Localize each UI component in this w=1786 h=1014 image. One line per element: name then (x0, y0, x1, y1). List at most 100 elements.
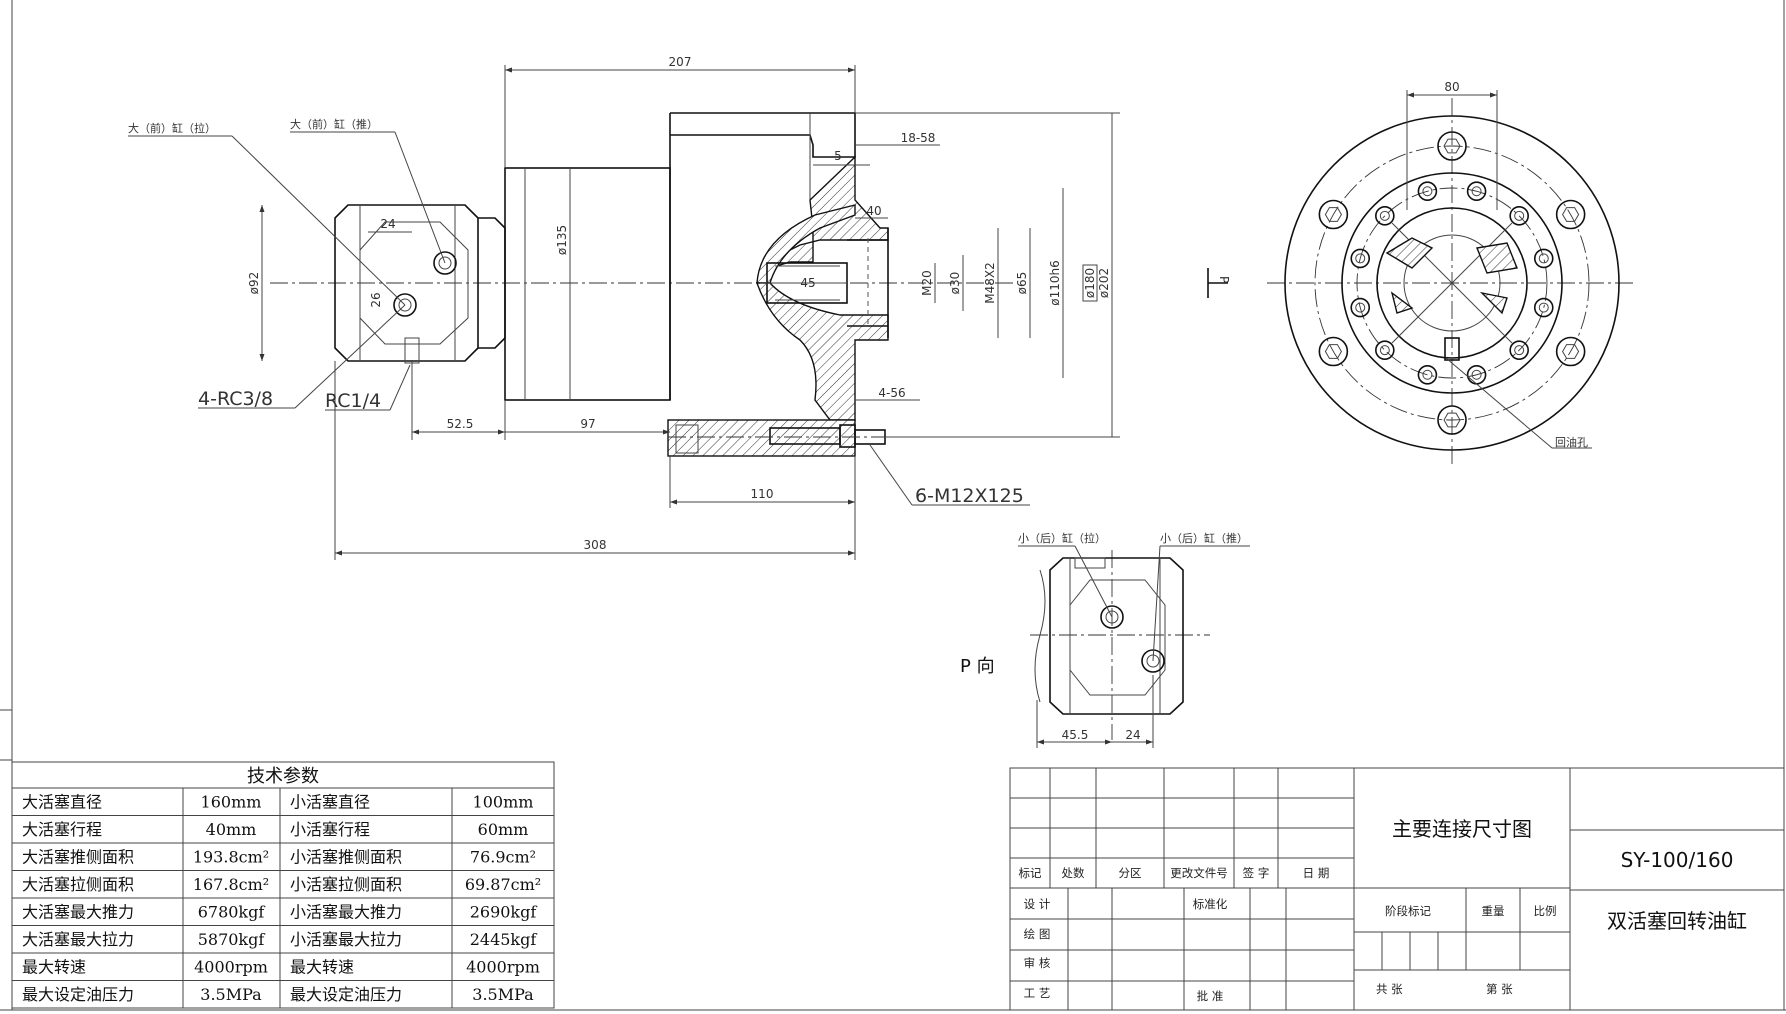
param-value: 2445kgf (470, 930, 538, 949)
param-value: 4000rpm (194, 958, 268, 977)
front-dimensions: 207 18-58 5 40 24 26 45 ø92 ø135 M20 ø30… (247, 55, 1120, 560)
revision-header-cell: 处数 (1062, 866, 1085, 880)
callout-rc14: RC1/4 (325, 390, 381, 412)
scale-label: 比例 (1534, 904, 1557, 918)
dim-207: 207 (669, 55, 692, 69)
title-block: 标记处数分区更改文件号签 字日 期 设 计绘 图审 核工 艺 标准化 批 准 主… (1009, 767, 1785, 1011)
dim-m48: M48X2 (983, 262, 997, 303)
stage-label: 阶段标记 (1385, 904, 1431, 918)
dim-phi92: ø92 (247, 272, 261, 295)
return-hole-label: 回油孔 (1555, 435, 1588, 449)
approve-label: 批 准 (1197, 989, 1224, 1003)
dim-308: 308 (584, 538, 607, 552)
p-view-title: P 向 (960, 656, 995, 677)
dim-phi135: ø135 (555, 225, 569, 255)
sheet-no-label: 第 张 (1486, 982, 1513, 996)
revision-header-cell: 签 字 (1243, 866, 1270, 880)
callout-big-push: 大（前）缸（推） (290, 117, 378, 131)
approval-row-label: 绘 图 (1024, 927, 1051, 941)
param-value: 167.8cm² (193, 875, 269, 894)
rear-cylinder-block (334, 204, 506, 362)
param-name: 大活塞直径 (22, 793, 102, 812)
param-name: 小活塞拉侧面积 (290, 875, 402, 894)
outer-bolt-icon (1318, 199, 1349, 230)
bolt-section (667, 419, 886, 457)
param-value: 193.8cm² (193, 848, 269, 867)
front-view: 207 18-58 5 40 24 26 45 ø92 ø135 M20 ø30… (128, 55, 1231, 560)
outer-bolt-icon (1437, 131, 1467, 161)
p-arrow-label: P (1217, 276, 1231, 283)
param-name: 大活塞拉侧面积 (22, 875, 134, 894)
param-value: 4000rpm (466, 958, 540, 977)
dim-52-5: 52.5 (447, 417, 474, 431)
tech-table-row: 大活塞最大推力 6780kgf 小活塞最大推力 2690kgf (22, 903, 537, 922)
callout-small-pull: 小（后）缸（拉） (1018, 531, 1106, 545)
dim-24: 24 (380, 217, 395, 231)
inner-bolt-icon (1533, 297, 1554, 318)
param-value: 5870kgf (198, 930, 266, 949)
inner-bolt-icon (1350, 297, 1371, 318)
dim-24-pview: 24 (1125, 728, 1140, 742)
dim-18-58: 18-58 (901, 131, 936, 145)
revision-header-cell: 更改文件号 (1170, 866, 1228, 880)
part-block: SY-100/160 双活塞回转油缸 (1570, 829, 1784, 933)
dim-40: 40 (866, 204, 881, 218)
dim-m20: M20 (920, 270, 934, 296)
name-block: 主要连接尺寸图 阶段标记 重量 比例 共 张 第 张 (1354, 768, 1571, 1010)
param-name: 大活塞最大推力 (22, 903, 134, 922)
inner-bolt-icon (1350, 248, 1371, 269)
outer-bolt-icon (1555, 336, 1586, 367)
port-big-push-icon (433, 251, 457, 275)
param-value: 2690kgf (470, 903, 538, 922)
inner-bolt-icon (1509, 206, 1529, 226)
dim-phi110: ø110h6 (1048, 260, 1062, 306)
standardize-label: 标准化 (1193, 897, 1228, 911)
outer-bolt-icon (1318, 336, 1349, 367)
inner-bolt-icon (1466, 181, 1487, 202)
outer-bolt-icon (1437, 405, 1467, 435)
callout-bolts: 6-M12X125 (915, 485, 1024, 507)
param-value: 60mm (478, 820, 529, 839)
p-view: 小（后）缸（拉） 小（后）缸（推） 45.5 24 P 向 (960, 531, 1250, 748)
callout-big-pull: 大（前）缸（拉） (128, 121, 216, 135)
inner-bolt-icon (1417, 364, 1438, 385)
param-value: 76.9cm² (470, 848, 536, 867)
dim-80: 80 (1444, 80, 1459, 94)
approval-row-label: 工 艺 (1024, 986, 1051, 1000)
param-name: 最大转速 (290, 958, 354, 977)
dim-phi180: ø180 (1083, 268, 1097, 298)
param-name: 小活塞最大推力 (290, 903, 402, 922)
dim-110: 110 (751, 487, 774, 501)
dim-45: 45 (800, 276, 815, 290)
tech-table-title: 技术参数 (247, 766, 319, 787)
part-name: 双活塞回转油缸 (1607, 909, 1747, 933)
param-value: 160mm (201, 793, 262, 812)
tech-table-row: 大活塞最大拉力 5870kgf 小活塞最大拉力 2445kgf (22, 930, 537, 949)
port-big-pull-icon (393, 293, 417, 317)
param-name: 最大设定油压力 (22, 985, 134, 1004)
param-name: 大活塞推侧面积 (22, 848, 134, 867)
part-number: SY-100/160 (1621, 848, 1734, 872)
inner-bolt-icon (1375, 340, 1395, 360)
approval-row-label: 审 核 (1024, 956, 1051, 970)
param-value: 6780kgf (198, 903, 266, 922)
param-name: 小活塞推侧面积 (290, 848, 402, 867)
inner-bolt-icon (1417, 181, 1438, 202)
outer-bolt-icon (1555, 199, 1586, 230)
revision-grid: 标记处数分区更改文件号签 字日 期 设 计绘 图审 核工 艺 标准化 批 准 (1010, 768, 1355, 1010)
dim-phi30: ø30 (948, 272, 962, 295)
param-name: 大活塞最大拉力 (22, 930, 134, 949)
center-bore (766, 228, 889, 338)
param-value: 3.5MPa (472, 985, 534, 1004)
sheets-total-label: 共 张 (1376, 982, 1403, 996)
param-name: 小活塞最大拉力 (290, 930, 402, 949)
rc14-port-icon (404, 337, 420, 364)
front-callouts: 大（前）缸（拉） 大（前）缸（推） 4-RC3/8 RC1/4 6-M12X12… (128, 117, 1030, 507)
port-small-pull-icon (1100, 605, 1124, 629)
dim-26: 26 (369, 292, 383, 307)
weight-label: 重量 (1482, 904, 1505, 918)
